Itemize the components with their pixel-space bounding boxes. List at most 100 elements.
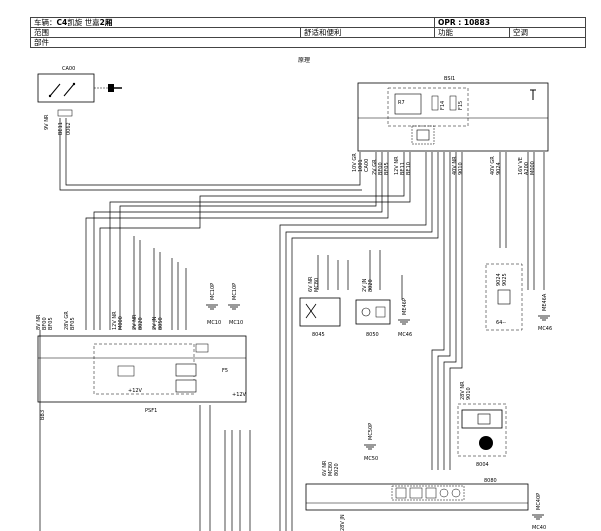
relay1-icon bbox=[175, 363, 197, 377]
psf1-label: PSF1 bbox=[145, 408, 157, 414]
psf-c2-w: BF05 bbox=[70, 317, 76, 330]
psf-c1-w1: BF00 bbox=[42, 317, 48, 330]
psf-c3-w: M000 bbox=[118, 316, 124, 330]
bsi-c1-w2: CA00 bbox=[364, 159, 370, 172]
c64-label: 64-- bbox=[496, 320, 506, 326]
c8004-label: 8004 bbox=[476, 462, 489, 468]
temp-icon bbox=[409, 487, 423, 499]
ca00-wire1: BE11 bbox=[58, 122, 64, 135]
ground-me46p: ME46P bbox=[402, 298, 408, 315]
bsi-c2-w2: BF05 bbox=[384, 162, 390, 175]
psf-c1: 8V NR bbox=[36, 314, 42, 330]
psf-c4: 2V NR bbox=[132, 314, 138, 330]
ca00-ignition-switch: CA00 9V NR BE11 0062 bbox=[37, 66, 122, 135]
bsi-c3: 12V NR bbox=[394, 156, 400, 175]
bsi1-connectors: 10V GR 1001 CA00 2V GR BF00 BF05 12V NR … bbox=[352, 153, 536, 175]
vehicle-doors: 2厢 bbox=[99, 18, 113, 27]
knob-icon bbox=[479, 436, 493, 450]
ground-mc10p-2: MC10P bbox=[232, 283, 238, 300]
ground-mc46-2: MC46 bbox=[538, 326, 552, 332]
display-icon bbox=[477, 413, 491, 425]
c8004-w: 9010 bbox=[466, 387, 472, 400]
c8050-conn: 2V JN bbox=[362, 278, 368, 292]
bsi-c6: 16V VE bbox=[518, 157, 524, 175]
c8080-w2: 8020 bbox=[334, 463, 340, 476]
module-icon bbox=[416, 129, 430, 141]
ground-mc40: MC40 bbox=[532, 525, 546, 531]
c8045-conn: 6V NR bbox=[308, 276, 314, 292]
bb3-label: BB3 bbox=[40, 410, 46, 420]
bsi-c5: 40V GR bbox=[490, 156, 496, 175]
ground-mc10-2: MC10 bbox=[229, 320, 243, 326]
vehicle-label: 车辆： bbox=[34, 18, 57, 27]
bsi-c5-w: 9024 bbox=[496, 162, 502, 175]
bsi-c6-w2: M000 bbox=[530, 161, 536, 175]
bsi-c4-w: 9010 bbox=[458, 162, 464, 175]
ground-mc50: MC50 bbox=[364, 456, 378, 462]
bsi-c2: 2V GR bbox=[372, 159, 378, 175]
comp-64: 64-- 9024 9025 bbox=[485, 263, 523, 331]
ca00-wire2: 0062 bbox=[66, 122, 72, 135]
ground-mc10: MC10 bbox=[207, 320, 221, 326]
vehicle-desc: 凯旋 世嘉 bbox=[67, 18, 100, 27]
bsi-c4: 40V NR bbox=[452, 156, 458, 175]
ground-mc46: MC46 bbox=[398, 332, 412, 338]
relay-label: R7 bbox=[398, 100, 405, 106]
ground-mc10p: MC10P bbox=[210, 283, 216, 300]
sensor-icon bbox=[497, 289, 511, 305]
c8080-bottom: 28V JN bbox=[340, 514, 346, 531]
psf-c1-w2: BF05 bbox=[48, 317, 54, 330]
principle-label: 原理 bbox=[298, 57, 310, 64]
bsi-c1-w1: 1001 bbox=[358, 159, 364, 172]
c64-w2: 9025 bbox=[502, 273, 508, 286]
parts-label: 部件 bbox=[30, 37, 586, 48]
c8050-label: 8050 bbox=[366, 332, 379, 338]
grounds: MC10P MC10 MC10P MC10 ME46P MC46 ME46A M… bbox=[206, 283, 552, 531]
fuse1-label: F14 bbox=[440, 101, 446, 110]
key-icon bbox=[108, 84, 122, 92]
c8045-label: 8045 bbox=[312, 332, 325, 338]
bsi-c3-w1: BE11 bbox=[400, 162, 406, 175]
c8080-w1: MC80 bbox=[328, 462, 334, 476]
psf-c3: 12V NR bbox=[112, 311, 118, 330]
bsi-c6-w1: A200 bbox=[524, 162, 530, 175]
comp-8004: 8004 28V NR 9010 bbox=[457, 381, 507, 468]
ground-me46a: ME46A bbox=[542, 293, 548, 311]
psf-module-icon bbox=[195, 343, 209, 353]
bsi-c2-w1: BF00 bbox=[378, 162, 384, 175]
c8004-conn: 28V NR bbox=[460, 381, 466, 400]
fan2-icon bbox=[439, 488, 449, 498]
fan-icon bbox=[361, 307, 371, 317]
ca00-connector: 9V NR bbox=[44, 114, 50, 130]
c8045-w: MC80 bbox=[314, 278, 320, 292]
c64-w1: 9024 bbox=[496, 273, 502, 286]
header-table: 车辆：C4凯旋 世嘉2厢 OPR : 10883 范围 舒适和便利 功能 空调 … bbox=[30, 17, 586, 48]
bsi-c1: 10V GR bbox=[352, 153, 358, 172]
voltage2: +12V bbox=[232, 392, 247, 398]
bsi1-box: BSI1 R7 F14 F15 bbox=[357, 76, 549, 152]
bsi-c3-w2: BE10 bbox=[406, 162, 412, 175]
heater-icon bbox=[425, 487, 437, 499]
fuse2-label: F15 bbox=[458, 101, 464, 110]
psf-c2: 28V GR bbox=[64, 311, 70, 330]
gear-icon bbox=[451, 488, 461, 498]
psf-c5-w: 8050 bbox=[158, 317, 164, 330]
voltage1: +12V bbox=[128, 388, 143, 394]
chip-icon bbox=[395, 487, 407, 499]
c8050-w: 8020 bbox=[368, 279, 374, 292]
comp-8080: 8080 6V NR MC80 8020 28V JN bbox=[305, 460, 529, 531]
psf1-connectors: 8V NR BF00 BF05 28V GR BF05 12V NR M000 … bbox=[36, 311, 164, 330]
wires bbox=[39, 118, 545, 531]
comp-8045: 8045 6V NR MC80 bbox=[299, 276, 341, 338]
relay2-icon bbox=[175, 379, 197, 393]
ca00-label: CA00 bbox=[62, 66, 75, 72]
psf-c4-w: 8020 bbox=[138, 317, 144, 330]
vehicle-model: C4 bbox=[56, 18, 68, 27]
psf-fuse: F5 bbox=[222, 368, 228, 374]
psf1-box: +12V +12V F5 PSF1 BB3 bbox=[37, 335, 247, 420]
psf-c5: 2V JN bbox=[152, 316, 158, 330]
c8080-conn: 6V NR bbox=[322, 460, 328, 476]
ground-mc50p: MC50P bbox=[368, 423, 374, 440]
bsi1-label: BSI1 bbox=[444, 76, 455, 82]
